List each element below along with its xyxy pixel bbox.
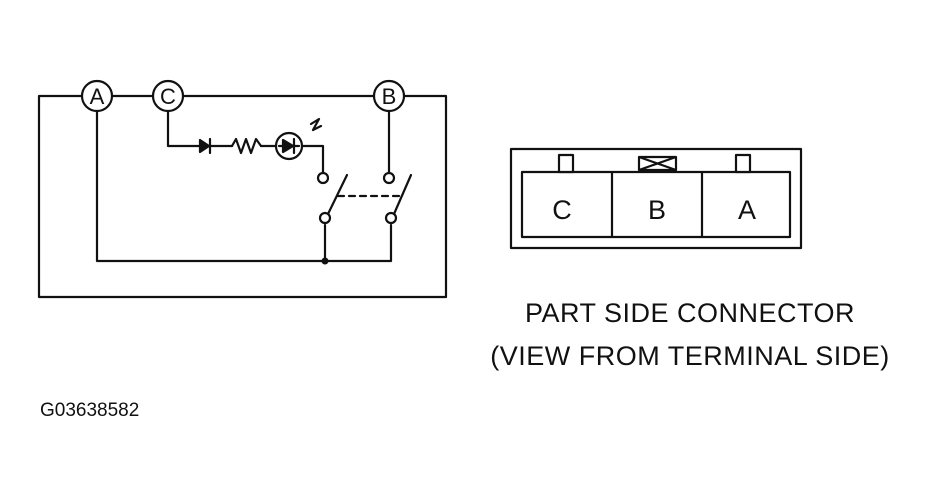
switch-contact: [318, 211, 332, 225]
latch-tab: [734, 153, 752, 174]
switch-contact: [316, 171, 330, 185]
connector-caption-subtitle: (VIEW FROM TERMINAL SIDE): [490, 341, 890, 371]
diode-symbol: [198, 138, 211, 154]
connector-cavity-block: [520, 170, 792, 239]
terminal-a-bubble: [80, 79, 114, 113]
switch-housing: [37, 94, 448, 299]
latch-tab: [557, 153, 575, 174]
light-emission-icon: [309, 117, 323, 132]
connector-caption-title: PART SIDE CONNECTOR: [524, 298, 856, 328]
terminal-c-label: C: [160, 84, 176, 109]
terminal-b-label: B: [382, 84, 397, 109]
switch-contact: [384, 211, 398, 225]
switch-blade-right: [392, 173, 413, 216]
resistor-symbol: [230, 137, 263, 155]
terminal-b-bubble: [372, 79, 406, 113]
terminal-c-bubble: [151, 79, 185, 113]
switch-contact: [382, 171, 396, 185]
terminal-a-label: A: [90, 84, 105, 109]
figure-id: G03638582: [40, 400, 140, 421]
led-indicator: [274, 131, 304, 161]
lock-tab-icon: [637, 155, 678, 172]
wire-c-feed: [166, 109, 202, 148]
switch-blade-left: [326, 173, 349, 216]
wire-a-ground: [95, 109, 393, 263]
cavity-a-label: A: [738, 195, 756, 225]
wire-led-switch: [300, 144, 325, 174]
cavity-c-label: C: [552, 195, 572, 225]
cavity-b-label: B: [648, 195, 666, 225]
connector-housing: [509, 147, 803, 250]
led-diode: [281, 138, 295, 154]
ground-junction: [321, 257, 329, 265]
